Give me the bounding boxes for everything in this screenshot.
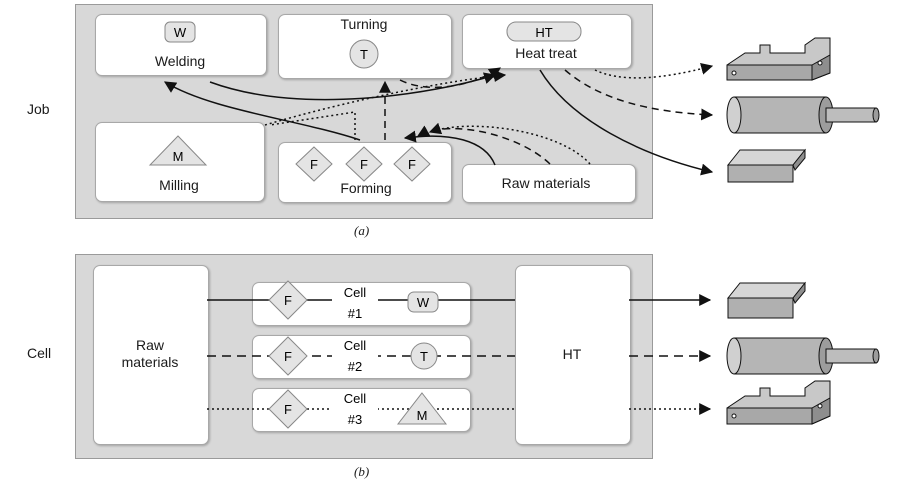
svg-text:Cell: Cell (344, 338, 367, 353)
welding-department (95, 14, 267, 76)
cell-1-forming-symbol: F (268, 280, 308, 320)
row-label-job: Job (27, 101, 50, 117)
svg-text:Cell: Cell (344, 391, 367, 406)
job-solid-flow-1 (403, 130, 496, 166)
ht-block (515, 265, 631, 445)
raw-materials-text-1: Raw (135, 337, 164, 353)
svg-text:F: F (284, 293, 292, 308)
welding-label: Welding (154, 53, 206, 69)
svg-text:M: M (417, 408, 428, 423)
job-dashed-flow-3 (399, 67, 501, 89)
job-solid-flow-2 (163, 81, 361, 141)
forming-symbol-1: F (295, 146, 333, 182)
shaft-part-b (726, 337, 880, 375)
job-dashed-flow-4 (564, 69, 714, 121)
svg-text:F: F (284, 402, 292, 417)
svg-text:T: T (360, 47, 368, 62)
svg-text:F: F (408, 157, 416, 172)
caption-a: (a) (354, 223, 370, 238)
turning-symbol: T (349, 39, 379, 69)
svg-text:Cell: Cell (344, 285, 367, 300)
ht-text: HT (562, 346, 582, 362)
milling-symbol: M (148, 135, 208, 166)
svg-text:M: M (173, 149, 184, 164)
job-dotted-flow-3 (264, 70, 507, 126)
welding-symbol: W (164, 21, 196, 43)
raw-materials-label: Raw materials (501, 175, 591, 191)
heat-treat-label: Heat treat (515, 45, 577, 61)
forming-symbol-3: F (393, 146, 431, 182)
job-solid-flow-3 (209, 72, 497, 101)
raw-materials-department (462, 164, 636, 203)
job-dotted-flow-4 (594, 63, 714, 79)
svg-text:F: F (360, 157, 368, 172)
raw-materials-text-2: materials (121, 354, 179, 370)
raw-materials-block (93, 265, 209, 445)
svg-text:W: W (417, 295, 430, 310)
svg-text:T: T (420, 349, 428, 364)
cell-2-forming-symbol: F (268, 336, 308, 376)
cell-2-title: Cell #2 (332, 338, 378, 374)
plate-part-b (726, 281, 807, 319)
cell-3-milling-symbol: M (396, 392, 448, 425)
job-dotted-flow-1 (428, 122, 591, 165)
svg-text:HT: HT (535, 25, 552, 40)
cell-2-turning-symbol: T (410, 342, 438, 370)
job-solid-flow-4 (539, 69, 714, 176)
cell-3-title: Cell #3 (332, 391, 378, 427)
row-label-cell: Cell (27, 345, 52, 361)
turning-label: Turning (340, 16, 388, 32)
milling-label: Milling (159, 177, 199, 193)
svg-text:F: F (310, 157, 318, 172)
shaft-part-a (726, 96, 880, 134)
bracket-part-a (726, 37, 831, 81)
svg-text:#1: #1 (348, 306, 362, 321)
svg-text:#2: #2 (348, 359, 362, 374)
cell-1-title: Cell #1 (332, 285, 378, 321)
svg-text:F: F (284, 349, 292, 364)
plate-part-a (726, 148, 807, 183)
cell-3-forming-symbol: F (268, 389, 308, 429)
bracket-part-b (726, 380, 831, 425)
svg-text:#3: #3 (348, 412, 362, 427)
job-dotted-flow-2 (269, 111, 356, 140)
heat-treat-symbol: HT (506, 21, 582, 42)
job-dashed-flow-1 (416, 125, 551, 165)
caption-b: (b) (354, 464, 370, 479)
cell-1-welding-symbol: W (407, 291, 439, 313)
svg-text:W: W (174, 25, 187, 40)
forming-label: Forming (340, 180, 392, 196)
forming-symbol-2: F (345, 146, 383, 182)
